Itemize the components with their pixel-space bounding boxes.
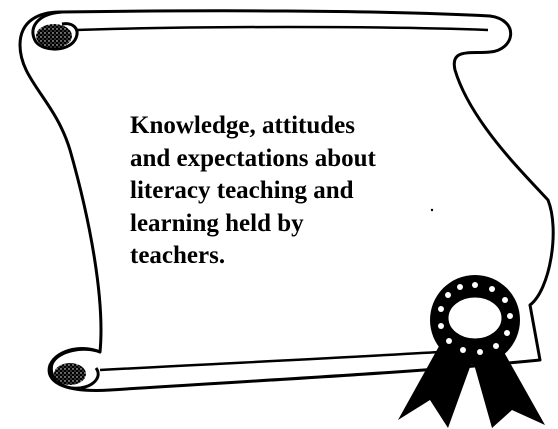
scroll-caption: Knowledge, attitudes and expectations ab… (130, 110, 450, 273)
top-roll-edge (75, 25, 489, 32)
bottom-roll-curl (49, 347, 101, 390)
caption-line-1: Knowledge, attitudes (130, 112, 355, 139)
bottom-roll-shadow (54, 363, 86, 385)
caption-line-3: literacy teaching and (130, 177, 354, 204)
rosette-center (445, 294, 505, 342)
caption-line-5: teachers. (130, 242, 226, 269)
rosette-ribbon-icon (398, 275, 545, 428)
top-roll-curl (31, 10, 79, 51)
top-roll-shadow (36, 24, 72, 48)
caption-line-2: and expectations about (130, 144, 376, 172)
stray-dot (430, 208, 434, 212)
caption-line-4: learning held by (130, 209, 304, 237)
